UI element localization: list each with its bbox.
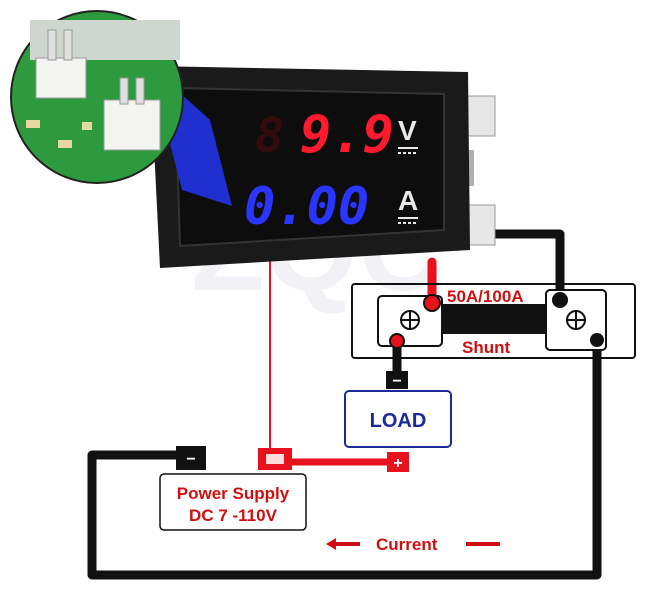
shunt-right-screw-cross: [567, 311, 585, 329]
meter-to-shunt-wire: [467, 229, 565, 301]
inset-connector-left: [35, 57, 87, 99]
shunt-left-screw-cross: [401, 311, 419, 329]
current-unit-label: A: [398, 185, 418, 216]
load-negative-sign: −: [392, 373, 401, 390]
shunt-assembly: 50A/100A Shunt: [351, 283, 636, 359]
shunt-name-label: Shunt: [462, 338, 510, 357]
load-box: [344, 390, 452, 448]
load-label: LOAD: [370, 410, 427, 432]
panel-meter: 8 9.9 V 0.00 A: [150, 66, 496, 268]
power-supply-block: − Power Supply DC 7 -110V: [159, 446, 307, 531]
shunt-black-terminal-bottom: [590, 333, 604, 347]
current-arrow-icon: [326, 538, 360, 550]
voltage-reading: 9.9: [300, 105, 394, 165]
shunt-black-terminal-top: [552, 292, 568, 308]
inset-pin-3: [119, 77, 129, 105]
inset-connector-right: [103, 99, 161, 151]
inset-smd-2: [58, 140, 72, 148]
meter-display-window: [173, 86, 445, 248]
voltage-unit-label: V: [398, 115, 417, 146]
inset-pin-1: [47, 29, 57, 61]
supply-line2: DC 7 -110V: [189, 506, 278, 525]
current-flow-indicator: Current: [326, 535, 500, 554]
shunt-bar: [440, 304, 548, 334]
voltage-ghost-digit: 8: [255, 108, 284, 164]
supply-negative-terminal: [176, 446, 206, 470]
shunt-outline: [351, 283, 636, 359]
connector-zoom-inset: [10, 10, 232, 206]
current-arrow-tail: [466, 542, 500, 546]
current-reading: 0.00: [244, 177, 369, 237]
inset-smd-3: [82, 122, 92, 130]
supply-box: [159, 473, 307, 531]
inset-pin-2: [63, 29, 73, 61]
load-positive-sign: +: [393, 455, 402, 472]
supply-negative-sign: −: [186, 451, 195, 468]
supply-line1: Power Supply: [177, 484, 290, 503]
return-loop-wire: [87, 335, 602, 580]
load-negative-terminal: [386, 371, 408, 389]
supply-positive-marker: [266, 454, 284, 464]
inset-smd-1: [26, 120, 40, 128]
shunt-load-terminal: [389, 333, 405, 349]
load-positive-terminal: [387, 452, 409, 472]
meter-clip-top: [464, 95, 496, 137]
current-flow-label: Current: [376, 535, 438, 554]
inset-pin-4: [135, 77, 145, 105]
load-block: − LOAD +: [344, 371, 452, 472]
shunt-rating-label: 50A/100A: [447, 287, 524, 306]
shunt-red-terminal: [423, 294, 441, 312]
red-wiring: [269, 249, 437, 466]
